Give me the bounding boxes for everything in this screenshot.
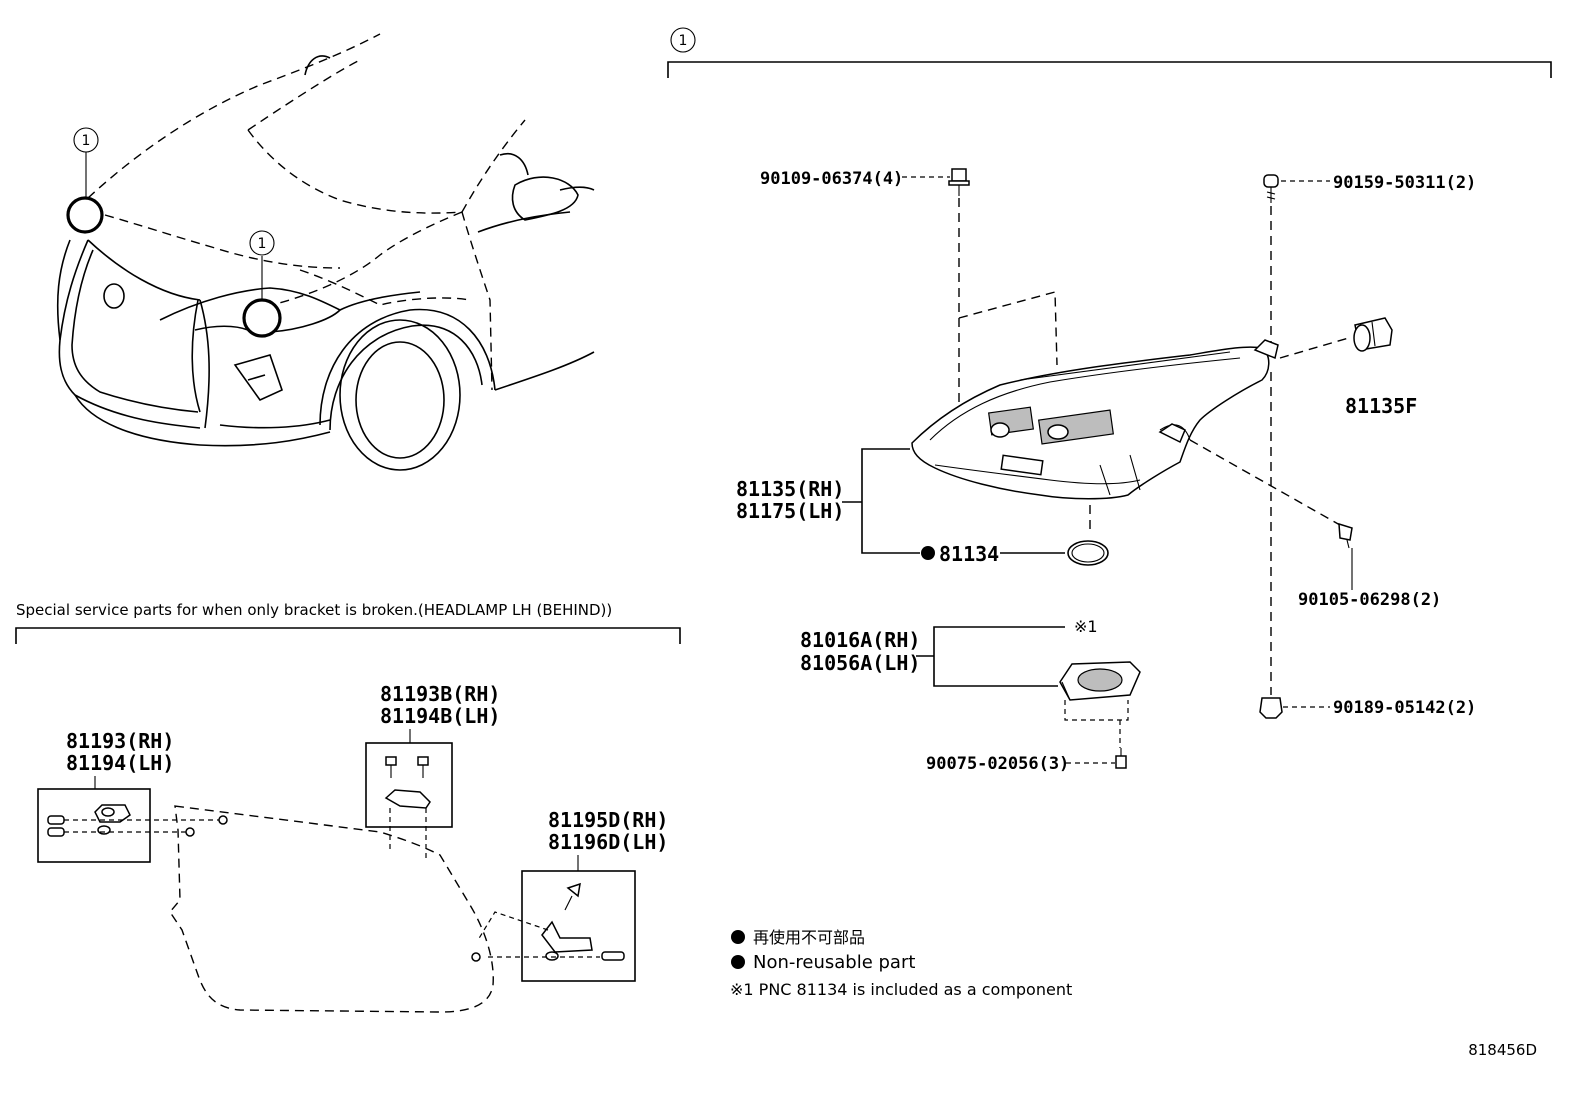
callout-circle-group [670, 27, 696, 53]
car-front-illustration: 1 1 [56, 33, 595, 471]
legend-footnote: ※1 PNC 81134 is included as a component [730, 980, 1072, 999]
bracket-b-icon [384, 756, 431, 809]
label-81134: 81134 [939, 542, 999, 566]
label-81194-lh: 81194(LH) [66, 751, 174, 775]
special-service-section: Special service parts for when only brac… [15, 601, 681, 1013]
label-90159: 90159-50311(2) [1333, 173, 1476, 193]
label-90189: 90189-05142(2) [1333, 698, 1476, 718]
callout-car-right: 1 [258, 236, 267, 252]
callout-group: 1 [679, 33, 688, 49]
group-bracket: 1 [667, 27, 1552, 78]
label-90105: 90105-06298(2) [1298, 590, 1441, 610]
legend-bullet-jp-icon [731, 930, 745, 944]
special-service-header: Special service parts for when only brac… [16, 601, 612, 619]
label-81016A-rh: 81016A(RH) [800, 628, 920, 652]
gasket-ring-icon [1067, 540, 1109, 566]
screw-90159-icon [1263, 174, 1279, 203]
diagram-id: 818456D [1468, 1041, 1537, 1059]
screw-90075-icon [1115, 748, 1127, 769]
label-90075: 90075-02056(3) [926, 754, 1069, 774]
bolt-90105-icon [1338, 522, 1353, 549]
label-81135F: 81135F [1345, 394, 1417, 418]
callout-circle-car-right [249, 230, 275, 256]
legend-en: Non-reusable part [753, 952, 915, 973]
label-81196D-lh: 81196D(LH) [548, 830, 668, 854]
bulb-socket-icon [1353, 317, 1393, 352]
label-81195D-rh: 81195D(RH) [548, 808, 668, 832]
label-81193-rh: 81193(RH) [66, 729, 174, 753]
label-81194B-lh: 81194B(LH) [380, 704, 500, 728]
label-81193B-rh: 81193B(RH) [380, 682, 500, 706]
non-reusable-bullet-icon [921, 546, 935, 560]
legend-jp: 再使用不可部品 [753, 928, 865, 947]
legend: 再使用不可部品 Non-reusable part ※1 PNC 81134 i… [730, 928, 1072, 999]
callout-circle-car-left [73, 127, 99, 153]
bracket-d-icon [541, 882, 625, 961]
label-81135-rh: 81135(RH) [736, 477, 844, 501]
headlamp-assembly: 90109-06374(4) 90159-50311(2) [736, 168, 1476, 774]
label-81175-lh: 81175(LH) [736, 499, 844, 523]
clip-90189-icon [1259, 697, 1283, 719]
ecu-module-icon [1059, 661, 1141, 701]
bolt-90109-icon [948, 168, 970, 196]
bracket-a-icon [47, 804, 131, 837]
callout-car-left: 1 [82, 133, 91, 149]
label-90109: 90109-06374(4) [760, 169, 903, 189]
legend-bullet-en-icon [731, 955, 745, 969]
label-81056A-lh: 81056A(LH) [800, 651, 920, 675]
module-note-mark: ※1 [1074, 617, 1098, 636]
